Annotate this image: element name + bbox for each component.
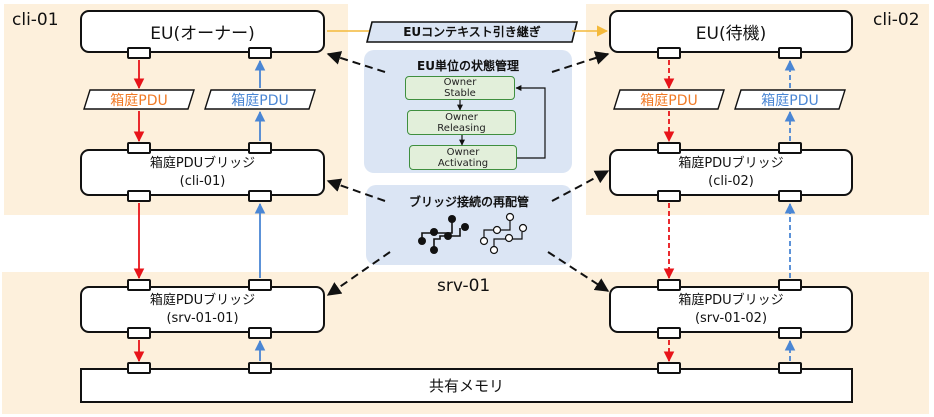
host-label-cli-01: cli-01	[12, 10, 59, 30]
pdu-send-right: 箱庭PDU	[613, 89, 725, 110]
pdu-recv-left: 箱庭PDU	[204, 89, 316, 110]
pdu-label: 箱庭PDU	[231, 93, 289, 109]
bridge-host: (srv-01-02)	[694, 310, 768, 326]
port-bridge-srv-01-02-bottom-recv[interactable]	[778, 327, 802, 339]
port-bridge-cli-02-bottom-send[interactable]	[657, 190, 681, 202]
bridge-host: (srv-01-01)	[166, 310, 239, 326]
port-bridge-srv-01-01-top-send[interactable]	[127, 279, 151, 291]
bridge-replumb-panel: ブリッジ接続の再配管	[366, 185, 572, 265]
pdu-shape	[613, 89, 725, 110]
port-shm-left-recv[interactable]	[248, 362, 272, 374]
port-bridge-srv-01-02-top-recv[interactable]	[778, 279, 802, 291]
bridge-srv-01-01[interactable]: 箱庭PDUブリッジ (srv-01-01)	[80, 286, 325, 333]
port-bridge-srv-01-02-top-send[interactable]	[657, 279, 681, 291]
eu-standby-label: EU(待機)	[695, 24, 767, 44]
port-bridge-srv-01-01-bottom-send[interactable]	[127, 327, 151, 339]
port-eu-owner-send[interactable]	[127, 47, 151, 59]
bridge-name: 箱庭PDUブリッジ	[678, 292, 784, 308]
state-owner-stable: Owner Stable	[405, 76, 515, 100]
port-shm-left-send[interactable]	[127, 362, 151, 374]
port-eu-owner-recv[interactable]	[248, 47, 272, 59]
bridge-name: 箱庭PDUブリッジ	[149, 292, 256, 308]
state-management-title: EU単位の状態管理	[417, 59, 519, 73]
port-eu-standby-send[interactable]	[657, 47, 681, 59]
state-line1: Owner	[446, 146, 480, 158]
shared-memory-box[interactable]: 共有メモリ	[80, 368, 853, 403]
bridge-host: (cli-01)	[179, 173, 226, 189]
bridge-name: 箱庭PDUブリッジ	[678, 155, 784, 171]
eu-standby-box[interactable]: EU(待機)	[609, 10, 853, 53]
port-bridge-cli-02-top-send[interactable]	[657, 142, 681, 154]
port-bridge-srv-01-01-bottom-recv[interactable]	[248, 327, 272, 339]
state-line2: Releasing	[437, 122, 486, 134]
pdu-send-left: 箱庭PDU	[83, 89, 195, 110]
eu-owner-box[interactable]: EU(オーナー)	[80, 10, 325, 53]
pdu-recv-right: 箱庭PDU	[734, 89, 846, 110]
pdu-shape	[204, 89, 316, 110]
port-bridge-cli-01-bottom-send[interactable]	[127, 190, 151, 202]
port-bridge-srv-01-01-top-recv[interactable]	[248, 279, 272, 291]
bridge-cli-02[interactable]: 箱庭PDUブリッジ (cli-02)	[609, 149, 853, 196]
bridge-replumb-title: ブリッジ接続の再配管	[408, 195, 529, 209]
port-eu-standby-recv[interactable]	[778, 47, 802, 59]
context-handover-label: EUコンテキスト引き継ぎ	[403, 25, 541, 39]
port-bridge-cli-02-top-recv[interactable]	[778, 142, 802, 154]
port-bridge-cli-01-top-send[interactable]	[127, 142, 151, 154]
pdu-shape	[734, 89, 846, 110]
port-shm-right-recv[interactable]	[778, 362, 802, 374]
eu-owner-label: EU(オーナー)	[150, 24, 255, 44]
host-label-srv-01: srv-01	[437, 276, 491, 296]
bridge-srv-01-02[interactable]: 箱庭PDUブリッジ (srv-01-02)	[609, 286, 853, 333]
pdu-label: 箱庭PDU	[761, 93, 819, 109]
state-line2: Activating	[437, 157, 489, 169]
state-owner-releasing: Owner Releasing	[407, 110, 516, 135]
state-line1: Owner	[443, 77, 477, 88]
bridge-host: (cli-02)	[708, 173, 754, 189]
pdu-shape	[83, 89, 195, 110]
port-bridge-cli-01-top-recv[interactable]	[248, 142, 272, 154]
shared-memory-label: 共有メモリ	[428, 377, 504, 395]
port-bridge-cli-01-bottom-recv[interactable]	[248, 190, 272, 202]
host-label-cli-02: cli-02	[873, 10, 920, 30]
port-bridge-srv-01-02-bottom-send[interactable]	[657, 327, 681, 339]
state-line2: Stable	[444, 88, 476, 99]
pdu-label: 箱庭PDU	[640, 93, 698, 109]
state-owner-activating: Owner Activating	[409, 145, 517, 170]
context-handover-shape	[365, 21, 579, 43]
pdu-label: 箱庭PDU	[110, 93, 168, 109]
port-shm-right-send[interactable]	[657, 362, 681, 374]
state-line1: Owner	[445, 111, 478, 123]
port-bridge-cli-02-bottom-recv[interactable]	[778, 190, 802, 202]
bridge-name: 箱庭PDUブリッジ	[149, 155, 256, 171]
eu-context-handover: EUコンテキスト引き継ぎ	[365, 21, 579, 43]
bridge-cli-01[interactable]: 箱庭PDUブリッジ (cli-01)	[80, 149, 325, 196]
